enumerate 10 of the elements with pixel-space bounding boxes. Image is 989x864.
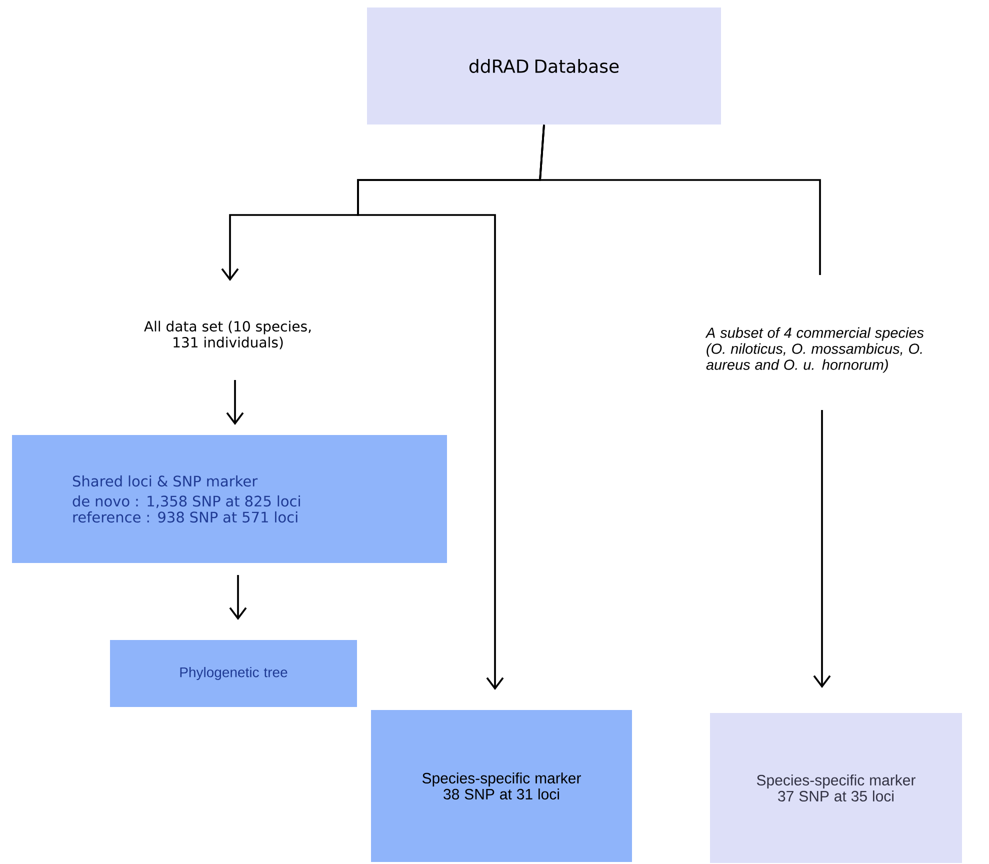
result-box: Species-specific marker 38 SNP at 31 loci	[371, 710, 632, 862]
subset-text: A subset of 4 commercial species (O. niloticus, O. mossambicus, O. aureus and O. u. hornorum)	[705, 327, 924, 373]
arrow	[226, 380, 244, 425]
result-box: Phylogenetic tree	[110, 640, 357, 707]
arrow	[813, 410, 831, 688]
database-box: ddRAD Database	[367, 8, 721, 124]
result-box: Species-specific marker 37 SNP at 35 loci	[710, 713, 962, 863]
arrow	[229, 575, 247, 620]
dataset-text: All data set (10 species, 131 individuals)	[144, 320, 311, 350]
process-box: Shared loci & SNP marker de novo : 1,358 SNP at 825 loci reference : 938 SNP at 571 loci	[12, 435, 447, 563]
